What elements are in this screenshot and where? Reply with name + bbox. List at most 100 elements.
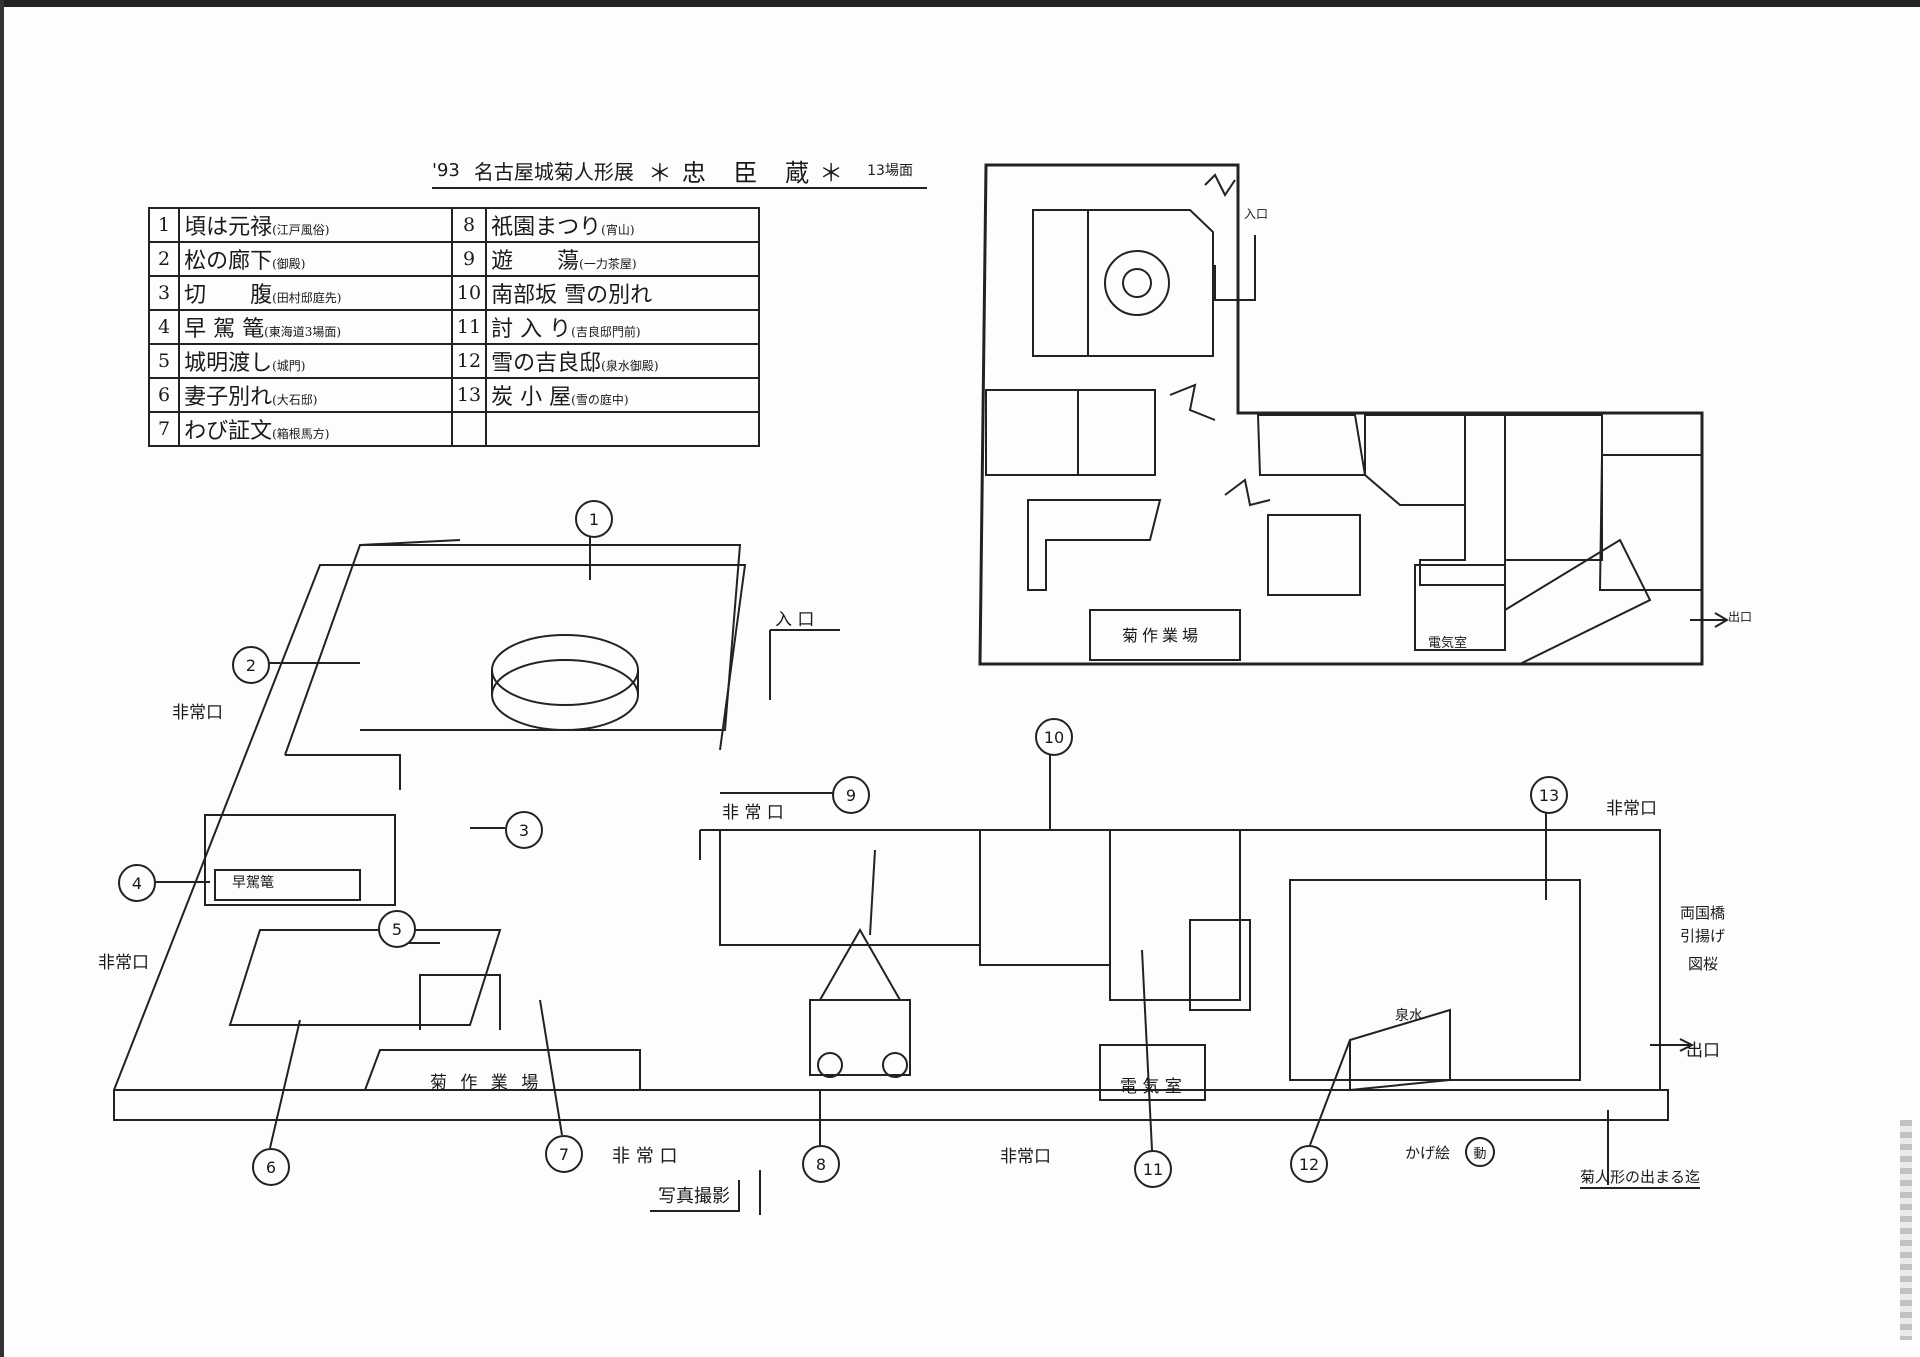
legend-note: (大石邸) <box>272 393 318 407</box>
iso-bridge-label-2: 引揚げ <box>1680 927 1726 945</box>
iso-exit-arrowhead <box>1679 1038 1695 1052</box>
iso-base-front <box>113 1089 1669 1121</box>
scene-marker-11: 11 <box>1134 1150 1172 1188</box>
scene-marker-12: 12 <box>1290 1145 1328 1183</box>
plan-electric-label: 電気室 <box>1428 636 1468 651</box>
legend-cell: 早 駕 篭(東海道3場面) <box>178 309 453 345</box>
legend-note: (泉水御殿) <box>601 359 659 373</box>
plan-chrysanthemum-mark <box>1169 383 1216 421</box>
plan-room-10 <box>1364 414 1466 506</box>
iso-emergency-exit-label: 非常口 <box>172 703 223 723</box>
legend-note: (雪の庭中) <box>571 393 629 407</box>
scene-marker-10: 10 <box>1035 718 1073 756</box>
legend-cell: 遊 蕩(一力茶屋) <box>485 241 760 277</box>
iso-kira-gate <box>1189 919 1251 1011</box>
iso-emergency-exit-label: 非常口 <box>1606 799 1657 819</box>
iso-room-9 <box>719 829 981 946</box>
iso-garden-12 <box>1289 879 1581 1081</box>
legend-num: 4 <box>147 309 181 345</box>
iso-emergency-exit-label: 非常口 <box>1000 1147 1051 1167</box>
legend-cell: 切 腹(田村邸庭先) <box>178 275 453 311</box>
iso-workshop-label: 菊 作 業 場 <box>430 1073 543 1093</box>
legend-note: (箱根馬方) <box>272 427 330 441</box>
scene-marker-2: 2 <box>232 646 270 684</box>
legend-title: 討 入 り <box>491 317 572 342</box>
plan-electric-room <box>1414 564 1506 651</box>
legend-note: (城門) <box>272 359 306 373</box>
plan-stage-circle <box>1104 250 1170 316</box>
title-year: '93 <box>432 159 460 181</box>
plan-corridor <box>1504 538 1652 665</box>
legend-num: 13 <box>450 377 488 413</box>
plan-outline <box>978 163 1704 666</box>
legend-num: 1 <box>147 207 181 243</box>
iso-bridge-label-3: 図桜 <box>1688 955 1719 973</box>
legend-empty <box>450 411 488 447</box>
scene-marker-8: 8 <box>802 1145 840 1183</box>
scene-marker-9: 9 <box>832 776 870 814</box>
floor-plan <box>978 163 1729 666</box>
legend-title: 城明渡し <box>184 351 273 376</box>
legend-num: 11 <box>450 309 488 345</box>
legend-note: (江戸風俗) <box>272 223 330 237</box>
legend-num: 7 <box>147 411 181 447</box>
page-top-border <box>0 0 1920 7</box>
legend-num: 9 <box>450 241 488 277</box>
iso-room-11 <box>1109 829 1241 1001</box>
legend-row: 7 わび証文(箱根馬方) <box>147 411 760 447</box>
scene-marker-3: 3 <box>505 811 543 849</box>
legend-num: 8 <box>450 207 488 243</box>
plan-chrysanthemum-mark <box>1224 478 1271 507</box>
iso-left-wall <box>113 564 747 1091</box>
plan-room-2 <box>985 389 1079 476</box>
legend-cell: 妻子別れ(大石邸) <box>178 377 453 413</box>
plan-workshop-label: 菊作業場 <box>1122 626 1203 645</box>
legend-cell: 南部坂 雪の別れ <box>485 275 760 311</box>
plan-entrance-label: 入口 <box>1244 207 1269 221</box>
leader-12 <box>1309 1039 1351 1146</box>
legend-row: 2 松の廊下(御殿) 9 遊 蕩(一力茶屋) <box>147 241 760 277</box>
legend-cell: 松の廊下(御殿) <box>178 241 453 277</box>
legend-cell: わび証文(箱根馬方) <box>178 411 453 447</box>
legend-title: 松の廊下 <box>184 249 273 274</box>
legend-cell: 城明渡し(城門) <box>178 343 453 379</box>
legend-title: 頃は元禄 <box>184 215 273 240</box>
iso-pond-label: 泉水 <box>1395 1008 1423 1024</box>
iso-shadow-move-label: 動 <box>1465 1137 1495 1167</box>
iso-electric-room <box>1099 1044 1206 1101</box>
iso-entrance-label: 入 口 <box>775 610 815 630</box>
legend-title: 祇園まつり <box>491 215 602 240</box>
iso-workshop <box>364 1049 641 1091</box>
scene-marker-13: 13 <box>1530 776 1568 814</box>
legend-cell: 祇園まつり(宵山) <box>485 207 760 243</box>
iso-doll-gathering-label: 菊人形の出まる迄 <box>1580 1166 1701 1189</box>
legend-note: (一力茶屋) <box>579 257 637 271</box>
title-event: 名古屋城菊人形展 <box>473 159 634 184</box>
iso-corridor <box>285 754 401 790</box>
iso-festival-float <box>809 999 911 1076</box>
scene-marker-6: 6 <box>252 1148 290 1186</box>
iso-exit-label: 出口 <box>1686 1041 1720 1061</box>
title-main: ＊忠 臣 蔵＊ <box>647 158 854 187</box>
iso-shadow-picture-label: かげ絵 <box>1405 1144 1451 1162</box>
iso-gate-house <box>419 974 501 1030</box>
leader-6 <box>269 1019 301 1149</box>
iso-emergency-exit-label: 非 常 口 <box>722 803 784 823</box>
legend-num: 12 <box>450 343 488 379</box>
iso-room-12-13 <box>1240 829 1661 1090</box>
legend-cell: 炭 小 屋(雪の庭中) <box>485 377 760 413</box>
legend-title: わび証文 <box>184 419 273 444</box>
plan-workshop <box>1089 609 1241 661</box>
plan-room-4 <box>1027 499 1162 591</box>
plan-chrysanthemum-mark <box>1204 173 1236 197</box>
legend-cell: 討 入 り(吉良邸門前) <box>485 309 760 345</box>
scene-marker-1: 1 <box>575 500 613 538</box>
legend-row: 5 城明渡し(城門) 12 雪の吉良邸(泉水御殿) <box>147 343 760 379</box>
legend-num: 6 <box>147 377 181 413</box>
legend-row: 1 頃は元禄(江戸風俗) 8 祇園まつり(宵山) <box>147 207 760 243</box>
iso-entrance-path <box>769 629 840 700</box>
legend-title: 南部坂 雪の別れ <box>491 283 653 308</box>
plan-stage-inner <box>1122 268 1152 298</box>
legend-note: (御殿) <box>272 257 306 271</box>
